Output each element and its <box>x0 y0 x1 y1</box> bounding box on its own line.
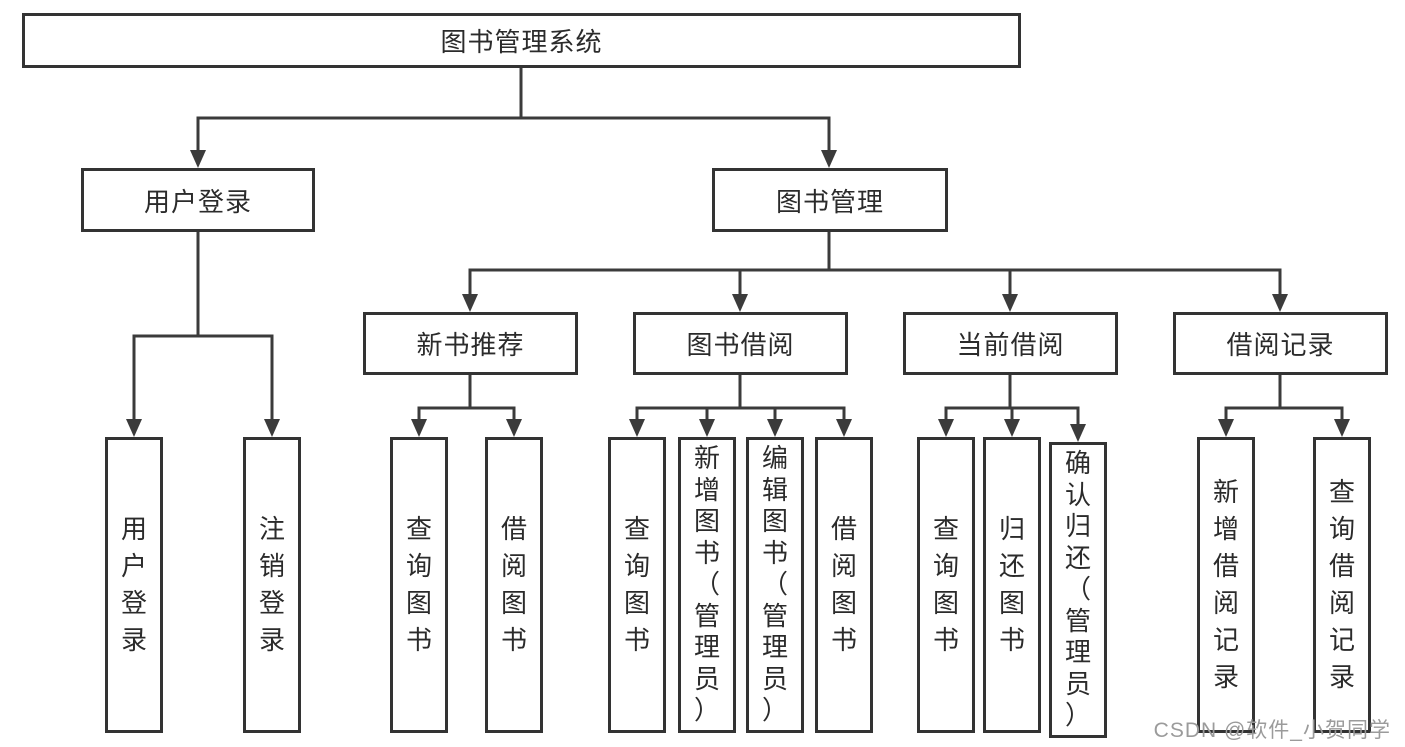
leaf-add-book-admin: 新增图书（管理员） <box>678 437 736 733</box>
node-label: 用户登录 <box>120 514 147 655</box>
node-label: 新增借阅记录 <box>1212 477 1239 692</box>
node-label: 用户登录 <box>143 186 252 217</box>
csdn-watermark: CSDN @软件_小贺同学 <box>1153 719 1391 742</box>
leaf-query-borrow-record: 查询借阅记录 <box>1313 437 1371 733</box>
node-label: 查询图书 <box>405 514 432 655</box>
node-label: 新书推荐 <box>416 330 525 360</box>
node-library-management-system: 图书管理系统 <box>22 13 1021 68</box>
leaf-confirm-return-admin: 确认归还（管理员） <box>1049 442 1107 738</box>
node-label: 图书管理 <box>775 186 884 217</box>
leaf-return-books: 归还图书 <box>983 437 1041 733</box>
node-label: 编辑图书（管理员） <box>761 443 788 726</box>
node-label: 当前借阅 <box>956 330 1065 360</box>
node-book-borrowing: 图书借阅 <box>633 312 848 375</box>
node-label: 确认归还（管理员） <box>1064 448 1091 731</box>
node-label: 注销登录 <box>258 514 285 655</box>
leaf-logout: 注销登录 <box>243 437 301 733</box>
node-label: 借阅记录 <box>1226 330 1335 360</box>
node-label: 图书借阅 <box>686 330 795 360</box>
node-label: 图书管理系统 <box>440 27 603 57</box>
leaf-user-login: 用户登录 <box>105 437 163 733</box>
node-current-borrowing: 当前借阅 <box>903 312 1118 375</box>
leaf-add-borrow-record: 新增借阅记录 <box>1197 437 1255 733</box>
leaf-query-books-borrowing: 查询图书 <box>608 437 666 733</box>
node-new-book-recommendation: 新书推荐 <box>363 312 578 375</box>
node-label: 借阅图书 <box>830 514 857 655</box>
leaf-borrow-books-recommend: 借阅图书 <box>485 437 543 733</box>
leaf-query-books-recommend: 查询图书 <box>390 437 448 733</box>
node-label: 查询图书 <box>623 514 650 655</box>
node-book-management: 图书管理 <box>712 168 948 232</box>
node-borrowing-records: 借阅记录 <box>1173 312 1388 375</box>
node-label: 查询图书 <box>932 514 959 655</box>
node-label: 查询借阅记录 <box>1328 477 1355 692</box>
node-label: 新增图书（管理员） <box>693 443 720 726</box>
leaf-edit-book-admin: 编辑图书（管理员） <box>746 437 804 733</box>
node-user-login: 用户登录 <box>81 168 315 232</box>
leaf-borrow-books: 借阅图书 <box>815 437 873 733</box>
leaf-query-books-current: 查询图书 <box>917 437 975 733</box>
node-label: 归还图书 <box>998 514 1025 655</box>
node-label: 借阅图书 <box>500 514 527 655</box>
arrowheads <box>126 150 1350 442</box>
